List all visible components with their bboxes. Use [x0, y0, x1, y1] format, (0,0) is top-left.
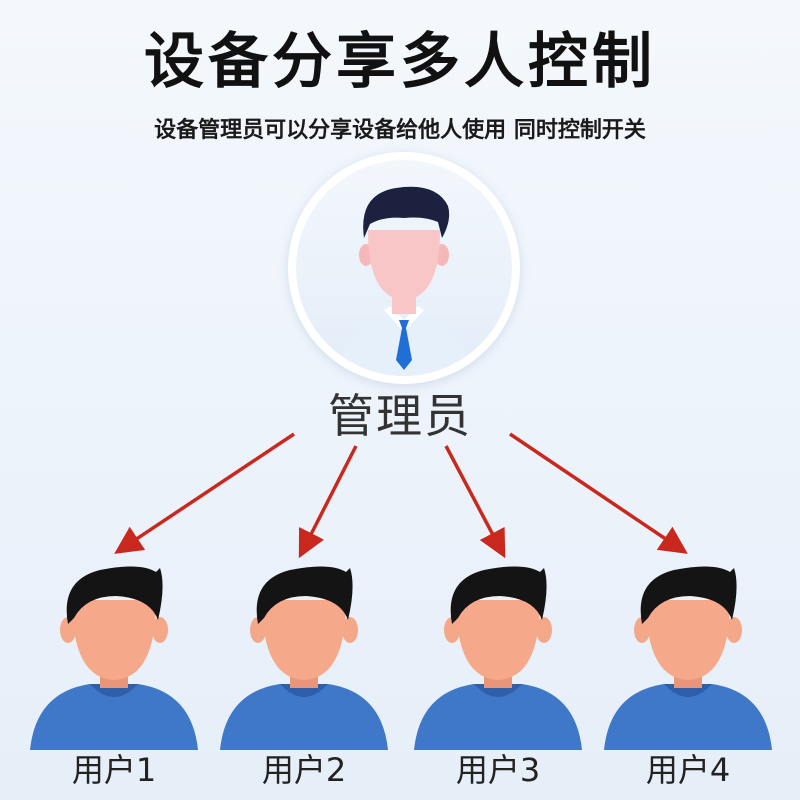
- user-card-2: 用户2: [214, 560, 394, 800]
- arrow-to-user-2: [298, 445, 358, 559]
- admin-label: 管理员: [328, 389, 472, 443]
- user-card-4: 用户4: [598, 560, 778, 800]
- user-card-3: 用户3: [408, 560, 588, 800]
- arrow-to-user-1: [114, 432, 295, 554]
- admin-avatar: [288, 152, 520, 384]
- arrow-to-user-4: [509, 432, 688, 554]
- user-card-1: 用户1: [24, 560, 204, 800]
- user-label: 用户3: [455, 751, 541, 789]
- user-avatar-icon: [220, 566, 388, 750]
- user-avatar-icon: [604, 566, 772, 750]
- user-avatar-icon: [30, 566, 198, 750]
- user-avatar-icon: [414, 566, 582, 750]
- arrow-to-user-3: [444, 445, 506, 559]
- page-subtitle: 设备管理员可以分享设备给他人使用 同时控制开关: [154, 118, 646, 143]
- page-title: 设备分享多人控制: [144, 27, 656, 97]
- admin-avatar-icon: [296, 160, 512, 376]
- user-label: 用户4: [645, 751, 731, 789]
- user-label: 用户1: [71, 751, 157, 789]
- user-label: 用户2: [261, 751, 347, 789]
